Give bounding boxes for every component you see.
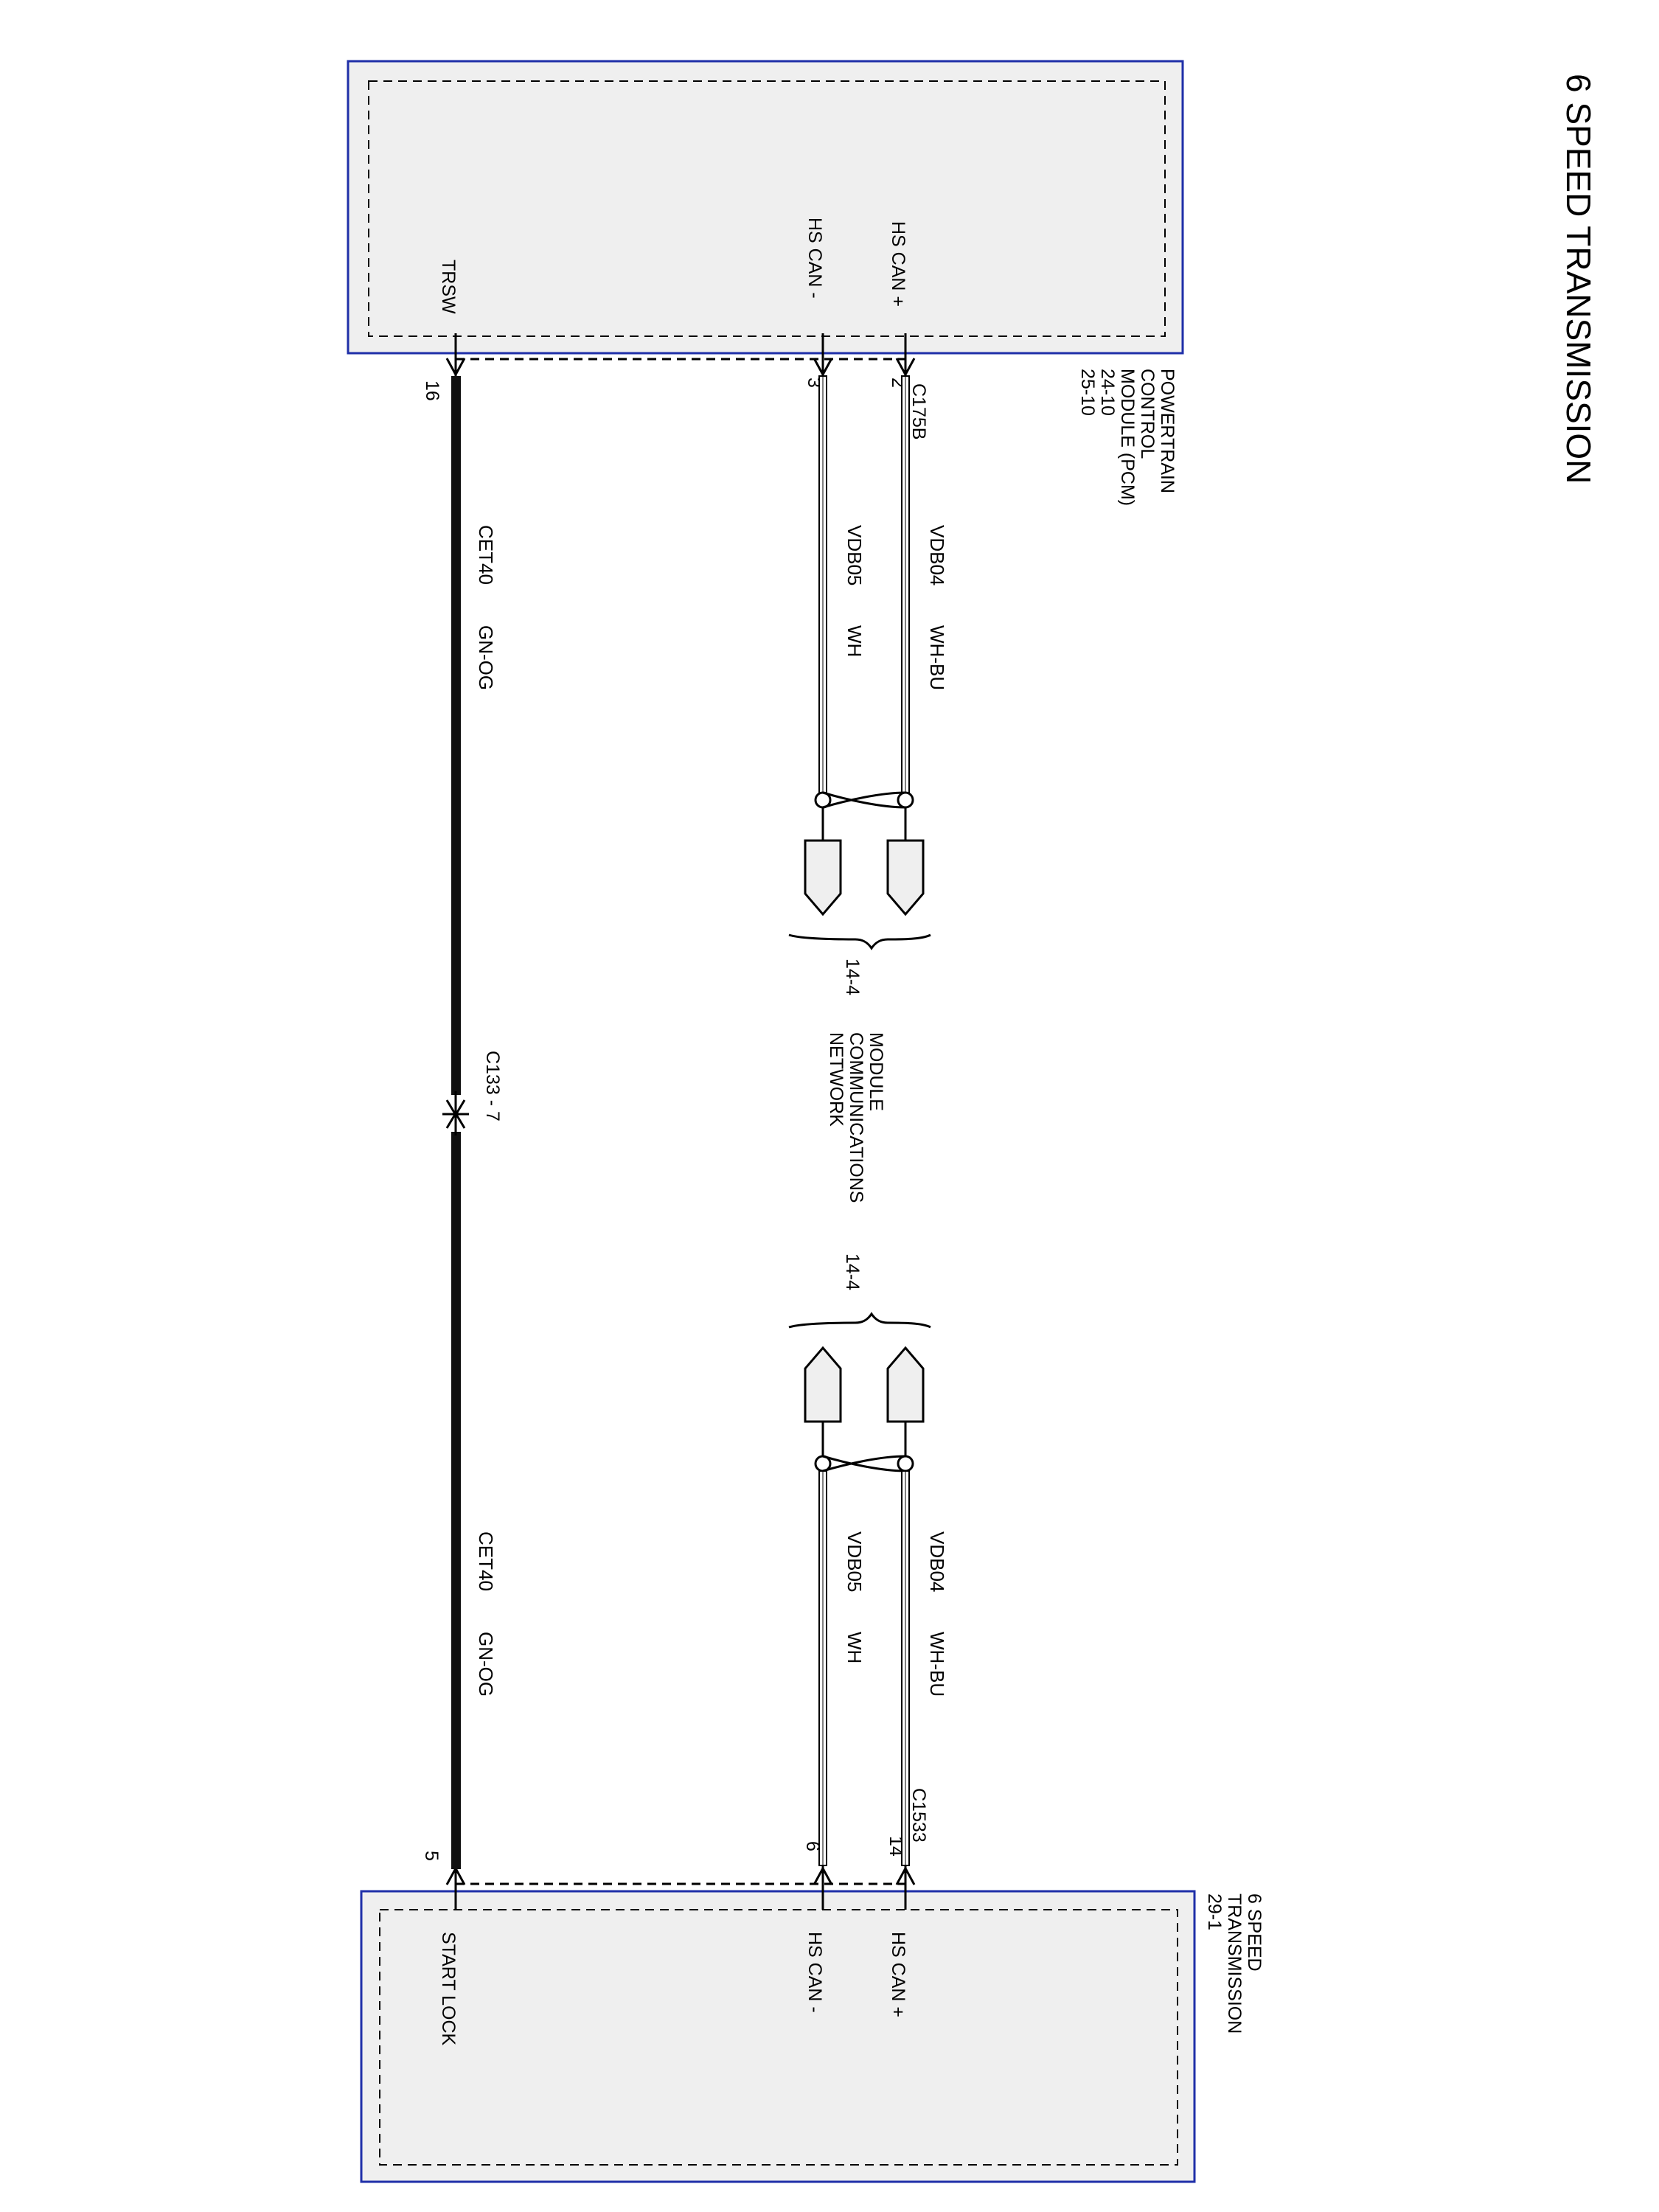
network-reference: 14-4 MODULE COMMUNICATIONS NETWORK 14-4 xyxy=(826,959,886,1290)
tcm-pin-label-hs-can-plus: HS CAN + xyxy=(888,1932,908,2017)
network-brace-lower xyxy=(788,1312,931,1329)
transmission-name-line-1: 6 SPEED xyxy=(1244,1893,1265,1972)
trsw-wire: C133 - 7 CET40 GN-OG CET40 GN-OG xyxy=(442,376,503,1869)
inline-connector-c133-label: C133 - 7 xyxy=(482,1051,503,1121)
network-brace-upper xyxy=(788,933,931,950)
pcm-module-inner-dashed xyxy=(368,80,1166,337)
can-plus-color-upper: WH-BU xyxy=(926,625,948,690)
pcm-name-line-5: 25-10 xyxy=(1077,369,1098,416)
tcm-pin-number-6: 6 xyxy=(802,1841,823,1851)
can-minus-terminal-upper xyxy=(804,839,842,917)
can-minus-terminal-lower xyxy=(804,1346,842,1423)
pcm-name-line-1: POWERTRAIN xyxy=(1157,369,1178,493)
transmission-module-box xyxy=(360,1890,1196,2183)
pcm-name-line-4: 24-10 xyxy=(1097,369,1118,416)
can-plus-terminal-upper xyxy=(886,839,925,917)
can-plus-terminal-lower xyxy=(886,1346,925,1423)
can-minus-color-upper: WH xyxy=(844,625,866,657)
can-plus-circuit-lower: VDB04 xyxy=(926,1531,948,1592)
can-pair-upper: VDB04 WH-BU VDB05 WH xyxy=(788,375,948,950)
can-pair-lower: VDB04 WH-BU VDB05 WH xyxy=(788,1312,948,1866)
pcm-pin-label-hs-can-plus: HS CAN + xyxy=(888,221,908,307)
tcm-pin-label-hs-can-minus: HS CAN - xyxy=(804,1932,825,2013)
pcm-connector-id: C175B xyxy=(908,383,929,439)
trsw-color-upper: GN-OG xyxy=(475,625,497,690)
transmission-name-line-2: TRANSMISSION xyxy=(1224,1893,1245,2034)
network-name-line-3: NETWORK xyxy=(826,1032,846,1127)
pcm-pin-number-16: 16 xyxy=(422,380,442,401)
pcm-name-line-2: CONTROL xyxy=(1137,369,1158,459)
can-minus-circuit-lower: VDB05 xyxy=(844,1531,866,1592)
trsw-circuit-lower: CET40 xyxy=(475,1531,497,1591)
page-title: 6 SPEED TRANSMISSION xyxy=(1559,74,1598,484)
network-ref-bottom: 14-4 xyxy=(842,1253,863,1290)
network-name-line-1: MODULE xyxy=(866,1032,886,1111)
transmission-module: 6 SPEED TRANSMISSION 29-1 HS CAN + HS CA… xyxy=(360,1788,1265,2183)
network-ref-top: 14-4 xyxy=(842,959,863,995)
can-plus-circuit-upper: VDB04 xyxy=(926,525,948,585)
pcm-module-box xyxy=(347,60,1184,355)
can-minus-color-lower: WH xyxy=(844,1632,866,1663)
pcm-module: POWERTRAIN CONTROL MODULE (PCM) 24-10 25… xyxy=(347,60,1184,506)
tcm-pin-number-5: 5 xyxy=(421,1851,442,1861)
pcm-pin-label-trsw: TRSW xyxy=(438,260,459,314)
transmission-name-line-3: 29-1 xyxy=(1204,1893,1225,1930)
can-plus-color-lower: WH-BU xyxy=(926,1632,948,1697)
network-name-line-2: COMMUNICATIONS xyxy=(846,1032,866,1203)
trsw-wire-segment-upper xyxy=(451,376,461,1095)
trsw-wire-segment-lower xyxy=(451,1132,461,1869)
tcm-pin-label-start-lock: START LOCK xyxy=(438,1932,459,2046)
pcm-name-line-3: MODULE (PCM) xyxy=(1117,369,1138,506)
trsw-color-lower: GN-OG xyxy=(475,1632,497,1697)
twisted-pair-symbol-lower xyxy=(814,1455,914,1472)
transmission-module-inner-dashed xyxy=(379,1909,1178,2166)
tcm-connector-id: C1533 xyxy=(908,1788,929,1843)
inline-connector-c133 xyxy=(442,1091,469,1135)
trsw-circuit-upper: CET40 xyxy=(475,525,497,585)
can-minus-circuit-upper: VDB05 xyxy=(844,525,866,585)
pcm-pin-label-hs-can-minus: HS CAN - xyxy=(804,218,825,299)
twisted-pair-symbol-upper xyxy=(814,791,914,809)
pcm-pin-arrows xyxy=(445,333,916,378)
